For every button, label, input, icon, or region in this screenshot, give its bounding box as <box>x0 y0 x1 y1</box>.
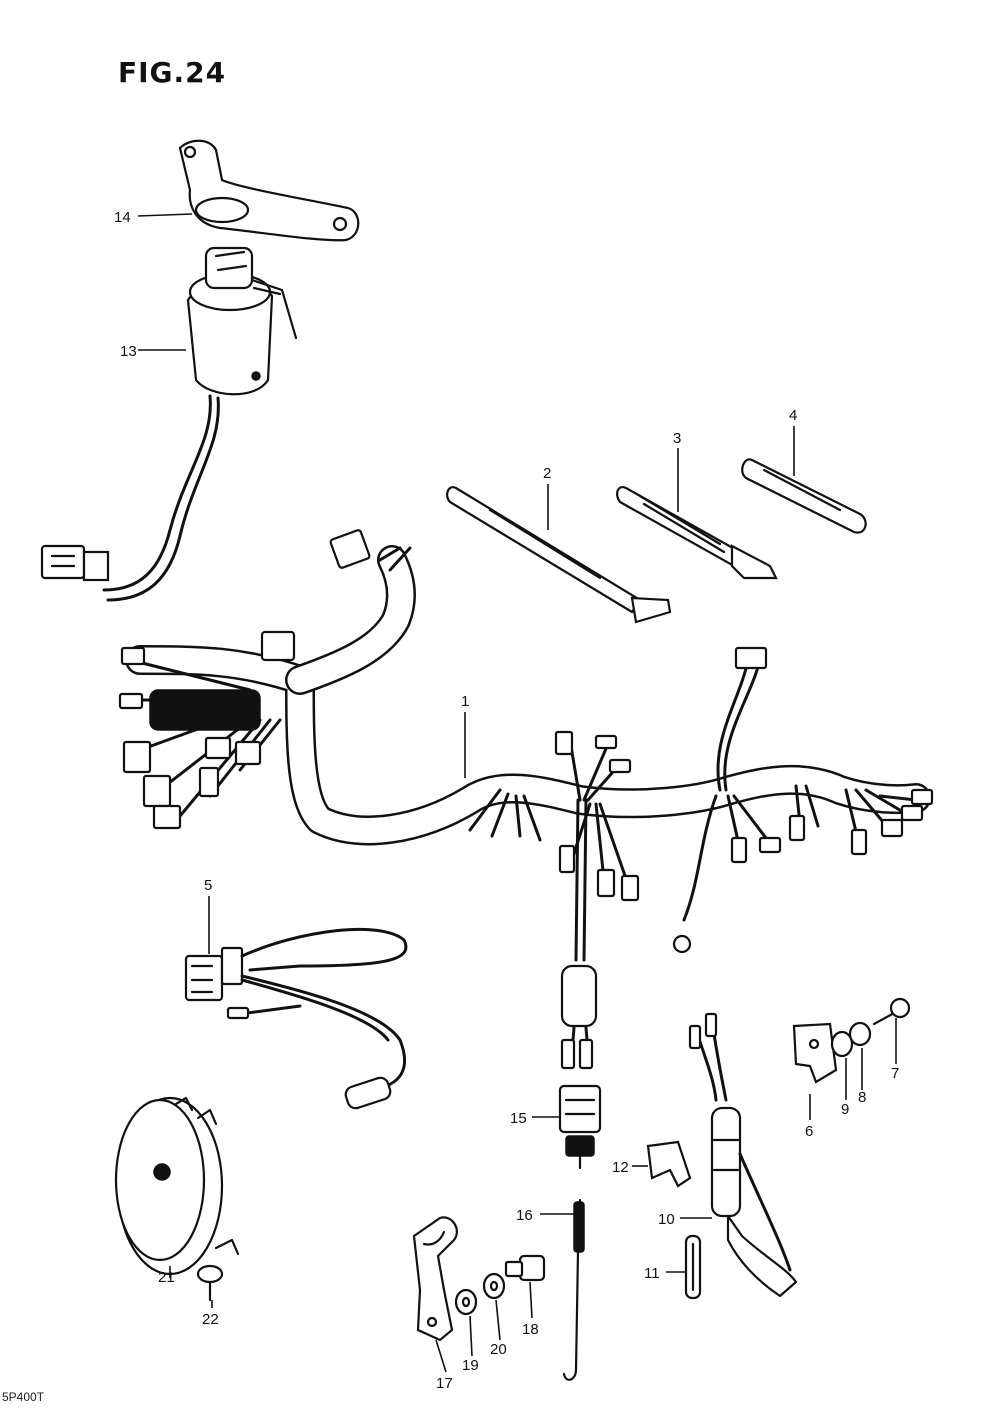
callout-22: 22 <box>202 1311 219 1328</box>
callout-8: 8 <box>858 1089 866 1106</box>
harness-left-connector-cluster <box>118 646 282 830</box>
callout-18: 18 <box>522 1321 539 1338</box>
callout-10: 10 <box>658 1211 675 1228</box>
callout-17: 17 <box>436 1375 453 1392</box>
part-1-wiring-harness <box>118 529 934 954</box>
part-9-washer <box>830 1030 854 1058</box>
harness-right-terminals <box>672 646 934 954</box>
part-22-screw <box>196 1264 224 1302</box>
part-12-holder <box>646 1140 692 1188</box>
callout-11: 11 <box>644 1265 660 1282</box>
part-3-strap <box>616 486 778 580</box>
part-2-strap <box>446 486 672 624</box>
callout-1: 1 <box>461 693 469 710</box>
part-17-bracket <box>412 1216 458 1342</box>
part-13-ignition-switch <box>40 246 298 602</box>
part-8-nut <box>848 1021 872 1047</box>
leader-lines <box>137 213 897 1373</box>
callout-7: 7 <box>891 1065 899 1082</box>
part-20-washer <box>482 1272 506 1300</box>
callout-labels: 14 13 2 3 4 1 5 15 16 12 10 11 6 9 8 7 2… <box>114 209 899 1392</box>
part-14-bracket <box>178 139 360 242</box>
callout-14: 14 <box>114 209 131 226</box>
part-4-strap <box>741 458 867 534</box>
callout-15: 15 <box>510 1110 527 1127</box>
callout-4: 4 <box>789 407 797 424</box>
part-19-washer <box>454 1288 478 1316</box>
callout-13: 13 <box>120 343 137 360</box>
part-6-clamp <box>792 1022 838 1084</box>
callout-5: 5 <box>204 877 212 894</box>
callout-9: 9 <box>841 1101 849 1118</box>
callout-3: 3 <box>673 430 681 447</box>
harness-mid-terminals <box>468 730 640 902</box>
callout-16: 16 <box>516 1207 533 1224</box>
part-21-horn <box>114 1096 240 1276</box>
callout-21: 21 <box>158 1269 175 1286</box>
callout-19: 19 <box>462 1357 479 1374</box>
figure-title: FIG.24 <box>118 56 227 89</box>
part-7-screw <box>872 997 911 1026</box>
part-18-bolt <box>504 1254 546 1282</box>
part-10-fuse-holder <box>688 1012 798 1298</box>
part-11-fuse <box>684 1234 702 1300</box>
part-16-spring <box>562 1198 585 1381</box>
callout-2: 2 <box>543 465 551 482</box>
callout-20: 20 <box>490 1341 507 1358</box>
part-5-sub-harness <box>184 927 408 1110</box>
figure-footer-code: 5P400T <box>2 1390 45 1404</box>
callout-6: 6 <box>805 1123 813 1140</box>
part-15-switch <box>558 798 602 1170</box>
callout-12: 12 <box>612 1159 629 1176</box>
